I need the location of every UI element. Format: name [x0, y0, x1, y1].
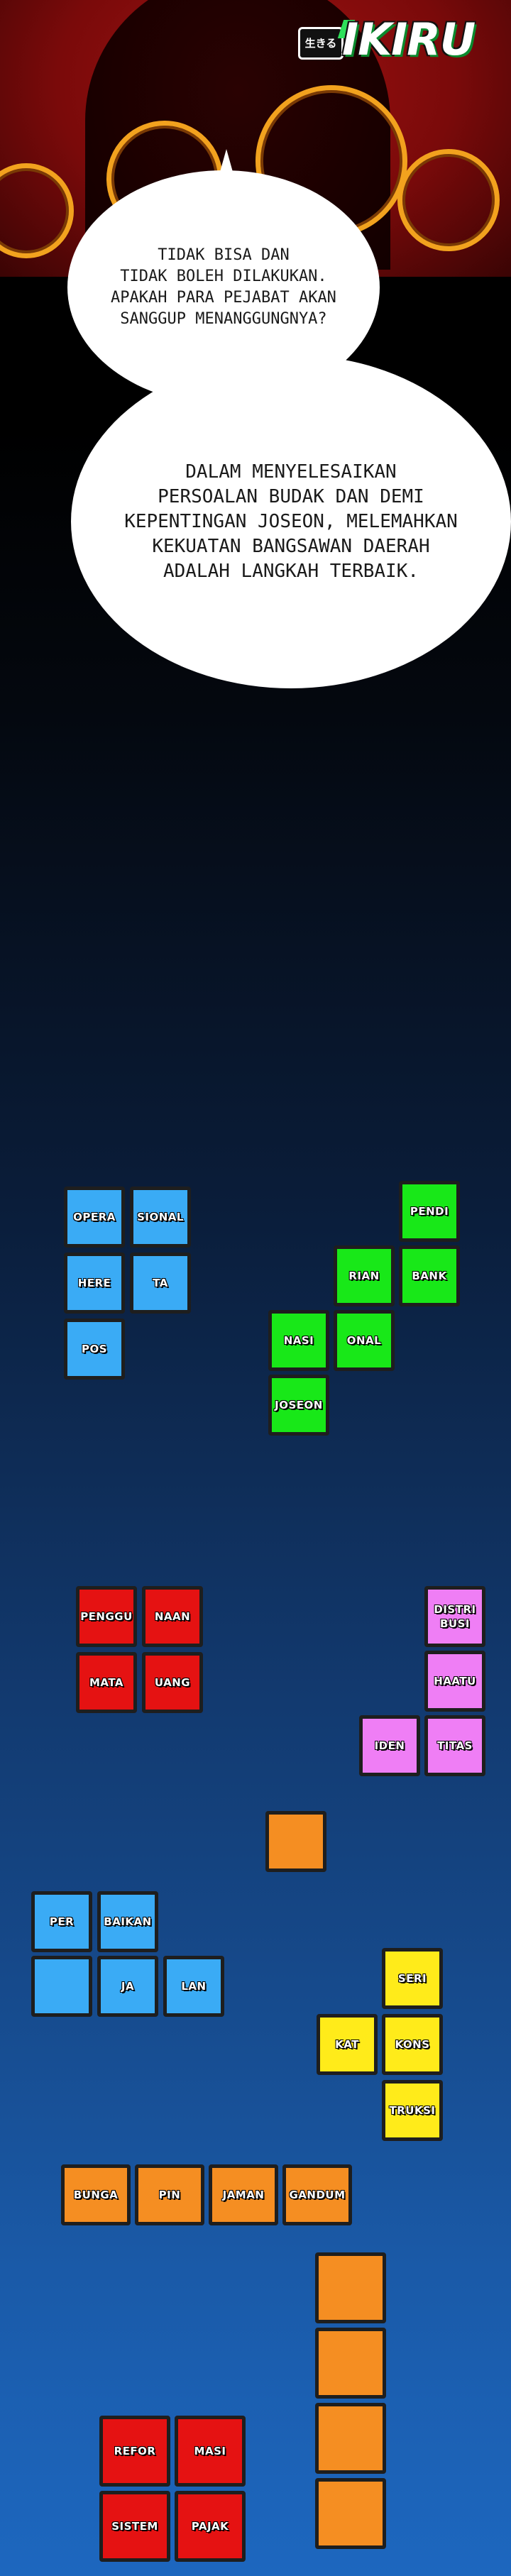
block-pink: IDEN — [359, 1715, 420, 1776]
block-blue: OPERA — [64, 1187, 125, 1248]
block-orange — [315, 2252, 386, 2323]
block-blue: PER — [31, 1891, 92, 1952]
block-red: MATA — [76, 1652, 137, 1713]
block-orange — [315, 2328, 386, 2399]
block-orange — [315, 2478, 386, 2549]
block-blue: BAIKAN — [97, 1891, 158, 1952]
block-blue: LAN — [163, 1956, 224, 2017]
block-yellow: TRUKSI — [382, 2080, 443, 2141]
block-orange: GANDUM — [282, 2164, 352, 2225]
block-green: JOSEON — [268, 1375, 329, 1436]
block-blue: TA — [130, 1253, 191, 1314]
block-orange — [315, 2403, 386, 2474]
block-orange: PIN — [135, 2164, 204, 2225]
block-red: PAJAK — [175, 2491, 246, 2562]
speech-bubble-second: DALAM MENYELESAIKAN PERSOALAN BUDAK DAN … — [71, 355, 511, 688]
speech-text-first: TIDAK BISA DAN TIDAK BOLEH DILAKUKAN. AP… — [111, 246, 336, 328]
block-red: NAAN — [142, 1586, 203, 1647]
block-pink: DISTRI BUSI — [424, 1586, 485, 1647]
block-blue: POS — [64, 1319, 125, 1380]
block-yellow: KAT — [317, 2014, 378, 2075]
gold-ornament — [397, 149, 500, 251]
ikiru-logo: 生きる IKIRU — [298, 14, 498, 65]
logo-badge: 生きる — [298, 27, 344, 60]
block-green: BANK — [399, 1245, 460, 1306]
block-orange: JAMAN — [209, 2164, 278, 2225]
block-pink: TITAS — [424, 1715, 485, 1776]
block-blue: SIONAL — [130, 1187, 191, 1248]
block-green: PENDI — [399, 1181, 460, 1242]
block-blue: JA — [97, 1956, 158, 2017]
block-yellow: KONS — [382, 2014, 443, 2075]
block-orange: BUNGA — [61, 2164, 131, 2225]
block-green: RIAN — [334, 1245, 395, 1306]
block-red: UANG — [142, 1652, 203, 1713]
block-orange — [265, 1811, 326, 1872]
block-pink: HAATU — [424, 1651, 485, 1712]
block-yellow: SERI — [382, 1948, 443, 2009]
block-red: MASI — [175, 2416, 246, 2487]
speech-text-second: DALAM MENYELESAIKAN PERSOALAN BUDAK DAN … — [124, 461, 458, 582]
block-red: SISTEM — [99, 2491, 170, 2562]
block-red: REFOR — [99, 2416, 170, 2487]
block-green: ONAL — [334, 1310, 395, 1371]
block-blue: HERE — [64, 1253, 125, 1314]
block-green: NASI — [268, 1310, 329, 1371]
logo-text: IKIRU — [342, 13, 476, 65]
block-red: PENGGU — [76, 1586, 137, 1647]
block-blue — [31, 1956, 92, 2017]
gold-ornament — [0, 163, 74, 258]
